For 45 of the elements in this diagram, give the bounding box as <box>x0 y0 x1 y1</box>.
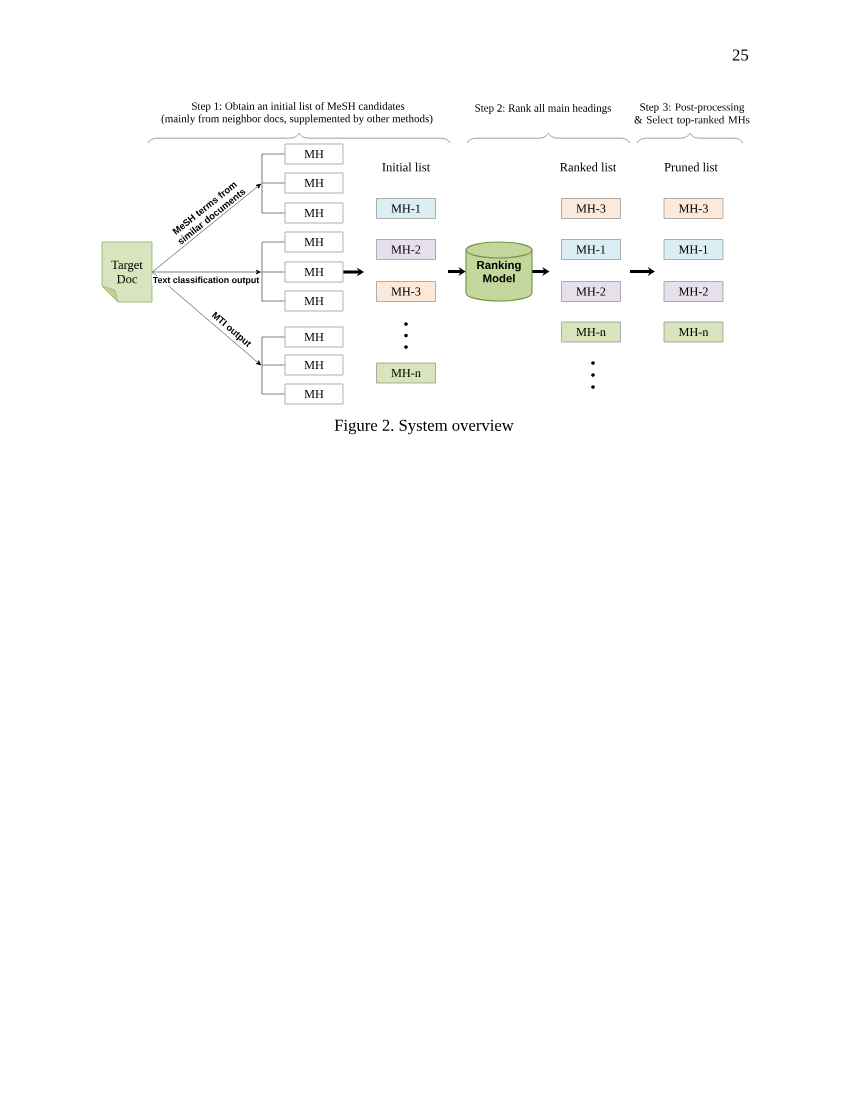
arrow <box>151 271 261 366</box>
term-box: MH <box>284 383 344 405</box>
arrow <box>151 183 261 273</box>
cylinder: Ranking Model <box>465 241 533 302</box>
connector-line <box>261 364 286 366</box>
term-box: MH-2 <box>561 281 621 302</box>
step-heading: (mainly from neighbor docs, supplemented by other methods) <box>161 114 433 125</box>
connector-line <box>261 153 286 155</box>
term-box: MH <box>284 202 344 224</box>
term-box: MH-1 <box>376 198 436 219</box>
column-heading: Initial list <box>382 162 431 172</box>
term-box: MH-n <box>376 362 436 384</box>
term-box: MH <box>284 172 344 194</box>
term-box: MH-1 <box>561 239 621 260</box>
connector-line <box>261 241 286 243</box>
term-box: MH <box>284 290 344 312</box>
term-box: MH-3 <box>376 281 436 302</box>
arrow <box>151 269 261 275</box>
figure-caption: Figure 2. System overview <box>334 419 514 435</box>
term-box: MH <box>284 326 344 348</box>
term-box: MH <box>284 231 344 253</box>
document-note: Target Doc <box>101 241 153 303</box>
connector-line <box>261 300 286 302</box>
column-heading: Ranked list <box>560 162 617 172</box>
column-heading: Pruned list <box>664 162 718 172</box>
term-box: MH <box>284 143 344 165</box>
connector-line <box>261 182 286 184</box>
connector-line <box>261 212 286 214</box>
connector-line <box>261 336 286 338</box>
step-heading: Step 2: Rank all main headings <box>475 104 612 114</box>
term-box: MH <box>284 354 344 376</box>
term-box: MH-3 <box>561 198 621 219</box>
term-box: MH-2 <box>376 239 436 260</box>
connector-line <box>261 393 286 395</box>
term-box: MH-1 <box>663 239 724 260</box>
term-box: MH-n <box>663 321 724 343</box>
term-box: MH-n <box>561 321 621 343</box>
edge-label: Text classification output <box>151 275 261 286</box>
step-heading: Step 1: Obtain an initial list of MeSH candidates <box>192 101 405 113</box>
page-number: 25 <box>732 49 749 61</box>
step-heading: Step 3: Post-processing & Select top-ranked MHs <box>634 103 750 126</box>
term-box: MH <box>284 261 344 283</box>
term-box: MH-2 <box>663 281 724 302</box>
term-box: MH-3 <box>663 198 724 219</box>
connector-line <box>261 271 286 273</box>
